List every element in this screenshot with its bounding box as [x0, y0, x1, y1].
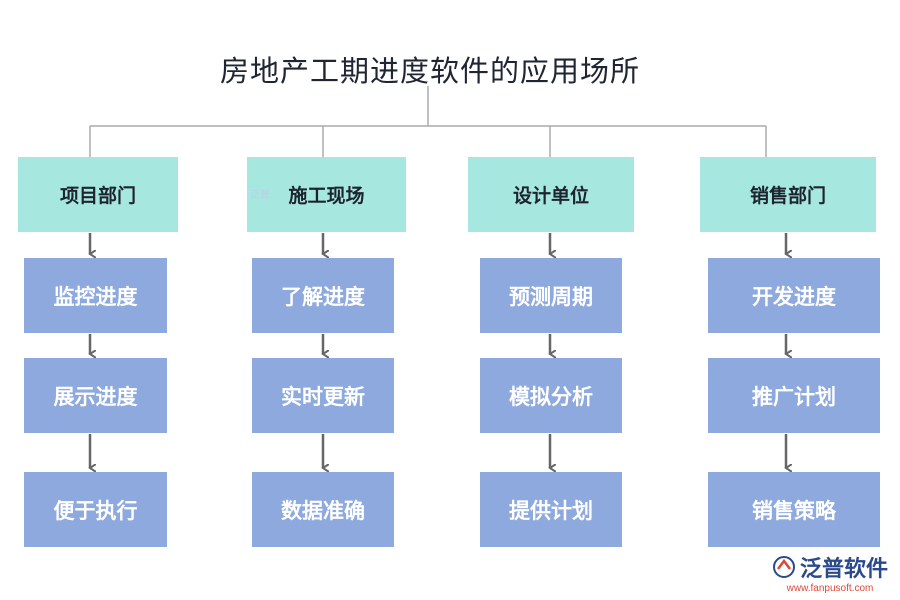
- watermark: 泛普: [250, 190, 270, 201]
- category-header: 设计单位: [468, 157, 634, 232]
- step-box: 开发进度: [708, 258, 880, 333]
- step-box: 推广计划: [708, 358, 880, 433]
- step-box: 数据准确: [252, 472, 394, 547]
- step-box: 实时更新: [252, 358, 394, 433]
- brand-logo: 泛普软件 www.fanpusoft.com: [772, 551, 888, 594]
- brand-name: 泛普软件: [799, 557, 888, 582]
- step-box: 模拟分析: [480, 358, 622, 433]
- brand-url: www.fanpusoft.com: [786, 583, 874, 594]
- category-header: 施工现场: [247, 157, 406, 232]
- step-box: 了解进度: [252, 258, 394, 333]
- step-box: 提供计划: [480, 472, 622, 547]
- step-box: 销售策略: [708, 472, 880, 547]
- step-box: 展示进度: [24, 358, 167, 433]
- step-box: 预测周期: [480, 258, 622, 333]
- category-header: 项目部门: [18, 157, 178, 232]
- diagram-title: 房地产工期进度软件的应用场所: [219, 54, 640, 88]
- step-box: 便于执行: [24, 472, 167, 547]
- category-header: 销售部门: [700, 157, 876, 232]
- step-box: 监控进度: [24, 258, 167, 333]
- brand-mark-icon: [772, 556, 795, 578]
